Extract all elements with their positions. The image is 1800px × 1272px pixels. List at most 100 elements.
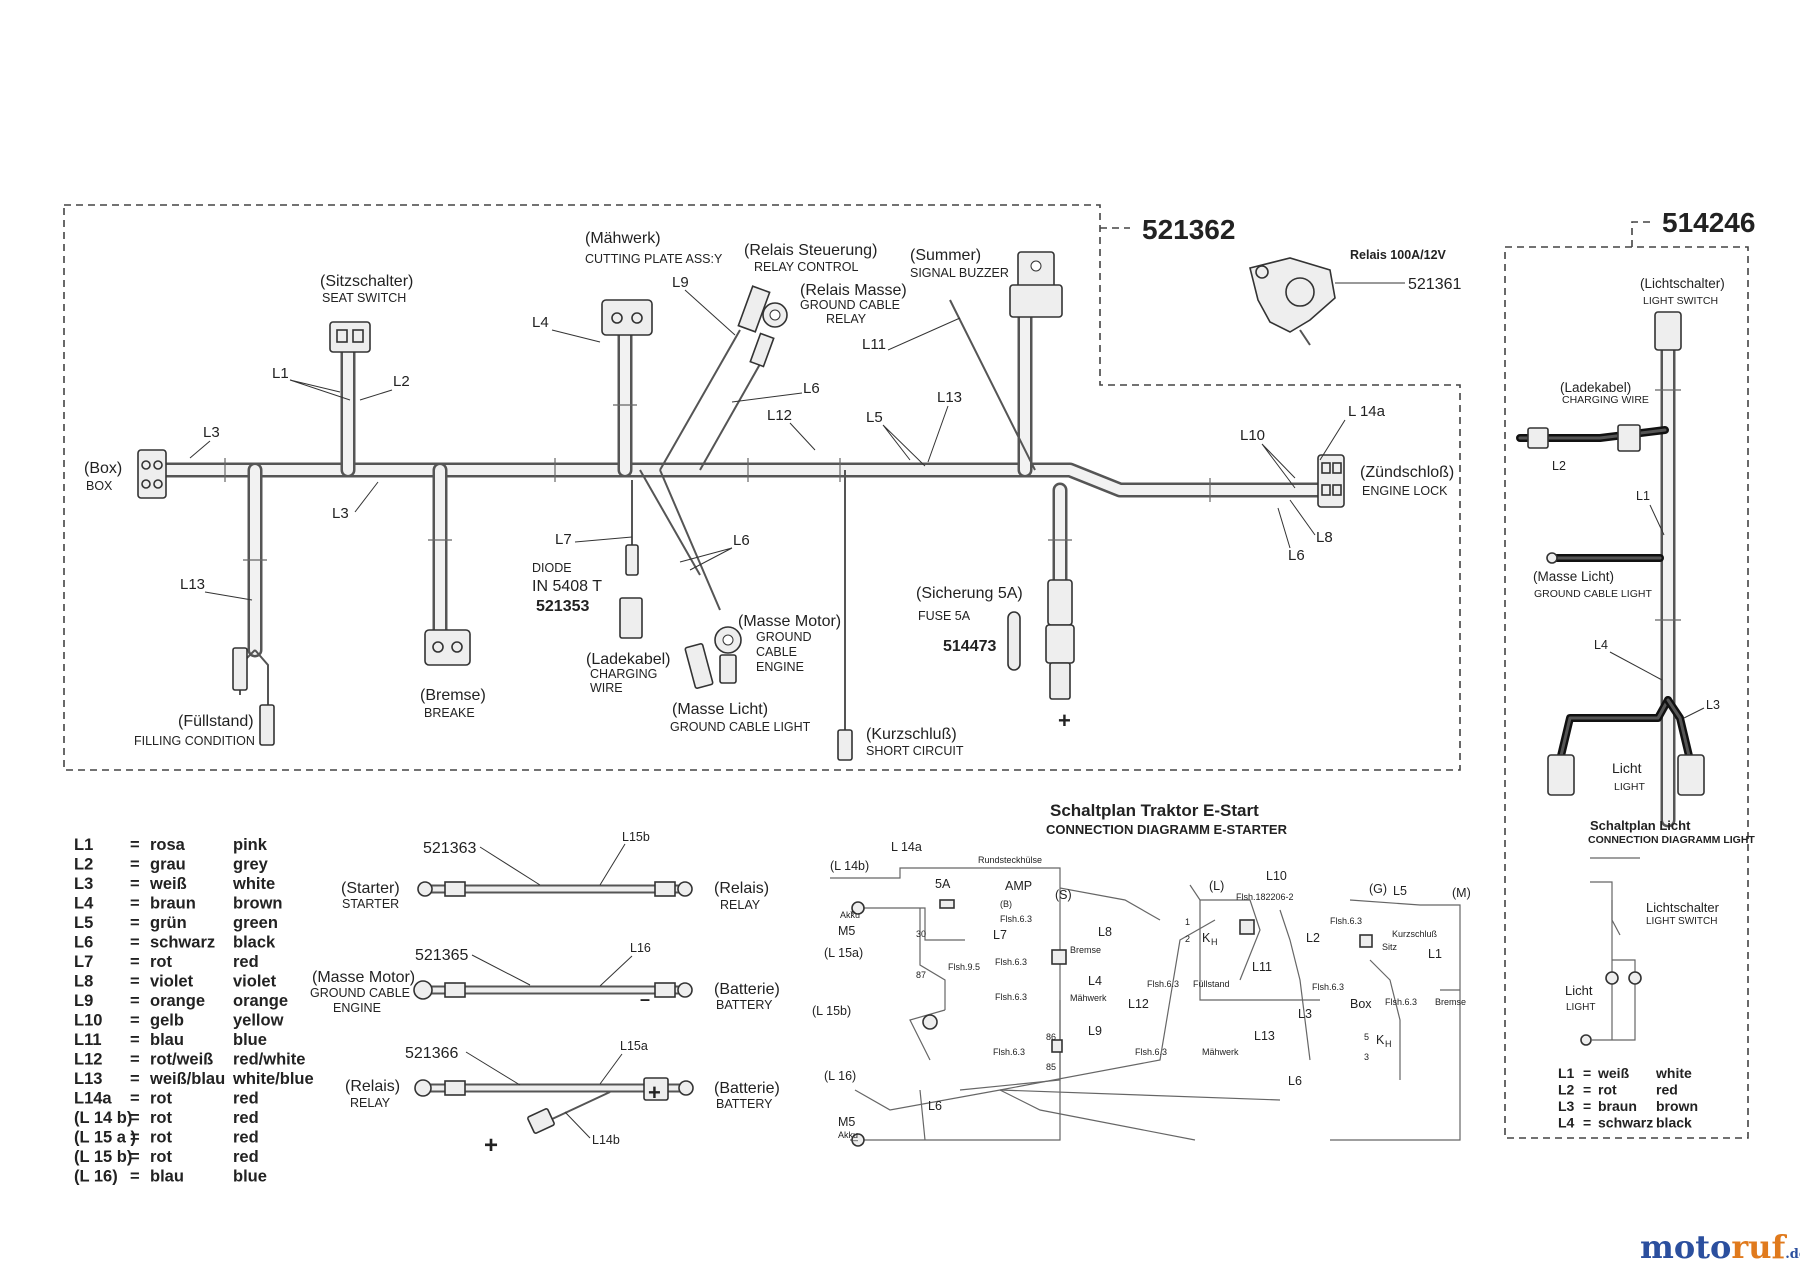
svg-text:Flsh.182206-2: Flsh.182206-2 <box>1236 892 1294 902</box>
filling-condition-sublabel: FILLING CONDITION <box>134 734 255 748</box>
ground-engine-label: (Masse Motor) <box>738 613 841 630</box>
legend-color-en: violet <box>233 973 277 991</box>
svg-text:L 14a: L 14a <box>891 840 922 854</box>
legend-code: L4 <box>74 895 94 913</box>
svg-text:L12: L12 <box>1128 997 1149 1011</box>
svg-text:AMP: AMP <box>1005 879 1032 893</box>
light-harness-part-number: 514246 <box>1662 207 1755 238</box>
legend-color-de: orange <box>150 992 205 1010</box>
svg-text:(G): (G) <box>1369 882 1387 896</box>
cable-starter-wire: L15b <box>622 830 650 844</box>
legend-eq: = <box>130 1090 140 1108</box>
light-legend-eq: = <box>1583 1115 1591 1131</box>
signal-buzzer-label: (Summer) <box>910 247 981 264</box>
wire-label-l6c: L6 <box>733 532 750 549</box>
legend-code: L8 <box>74 973 93 991</box>
svg-text:L9: L9 <box>1088 1024 1102 1038</box>
cutting-plate-sublabel: CUTTING PLATE ASS:Y <box>585 252 723 266</box>
light-wire-l3: L3 <box>1706 698 1720 712</box>
light-schematic-subtitle: CONNECTION DIAGRAMM LIGHT <box>1588 834 1755 846</box>
svg-text:L5: L5 <box>1393 884 1407 898</box>
legend-color-de: blau <box>150 1168 184 1186</box>
leader-l3a <box>189 440 211 459</box>
relay-ground-sublabel-1: GROUND CABLE <box>800 298 900 312</box>
svg-text:–: – <box>853 1135 858 1145</box>
relay-part-number: 521361 <box>1408 276 1461 293</box>
cable-battery2-right-label: (Batterie) <box>714 1080 780 1097</box>
wire-label-l11: L11 <box>862 336 886 353</box>
light-leader-l3 <box>1683 707 1705 719</box>
light-switch-label: (Lichtschalter) <box>1640 276 1725 291</box>
relay-100a-icon <box>1249 257 1336 346</box>
cable-battery-right-sublabel: BATTERY <box>716 998 773 1012</box>
svg-text:L6: L6 <box>1288 1074 1302 1088</box>
light-wire-l2: L2 <box>1552 459 1566 473</box>
relay-control-sublabel: RELAY CONTROL <box>754 260 858 274</box>
leader-l4 <box>551 329 601 343</box>
fuse-sublabel: FUSE 5A <box>918 609 971 623</box>
ground-engine-sublabel-3: ENGINE <box>756 660 804 674</box>
leader-l13a <box>927 405 949 463</box>
leader-l5 <box>882 424 926 467</box>
light-schematic <box>1580 857 1642 1046</box>
svg-text:3: 3 <box>1364 1052 1369 1062</box>
light-harness-drawing <box>1516 311 1705 828</box>
legend-color-en: red <box>233 1148 259 1166</box>
charging-wire-sublabel-1: CHARGING <box>590 667 657 681</box>
light-charging-label: (Ladekabel) <box>1560 380 1631 395</box>
legend-color-de: grau <box>150 856 186 874</box>
svg-text:L8: L8 <box>1098 925 1112 939</box>
leader-l10 <box>1261 443 1296 489</box>
svg-text:5A: 5A <box>935 877 951 891</box>
leader-l6a <box>731 392 803 403</box>
charging-wire-sublabel-2: WIRE <box>590 681 623 695</box>
svg-text:87: 87 <box>916 970 926 980</box>
diode-icon <box>619 544 643 639</box>
leader-l2 <box>359 389 393 401</box>
band-ticks <box>224 404 1211 561</box>
legend-color-de: weiß <box>149 875 187 893</box>
e-start-schematic <box>830 867 1461 1147</box>
svg-text:Flsh.6.3: Flsh.6.3 <box>1330 916 1362 926</box>
svg-text:H: H <box>1385 1039 1392 1049</box>
legend-eq: = <box>130 836 140 854</box>
short-circuit-sublabel: SHORT CIRCUIT <box>866 744 964 758</box>
svg-text:30: 30 <box>916 929 926 939</box>
ground-light-label: (Masse Licht) <box>672 701 768 718</box>
svg-text:Akku: Akku <box>838 1130 858 1140</box>
legend-color-en: orange <box>233 992 288 1010</box>
light-legend-code: L3 <box>1558 1098 1575 1114</box>
svg-text:L10: L10 <box>1266 869 1287 883</box>
engine-lock-label: (Zündschloß) <box>1360 464 1454 481</box>
light-legend-color-en: black <box>1656 1115 1692 1131</box>
wire-label-l2: L2 <box>393 373 410 390</box>
svg-text:Flsh.6.3: Flsh.6.3 <box>1135 1047 1167 1057</box>
legend-color-en: red/white <box>233 1051 305 1069</box>
svg-text:(B): (B) <box>1000 899 1012 909</box>
legend-code: L14a <box>74 1090 112 1108</box>
cable-relay-wire-b-leader <box>564 1111 591 1139</box>
wire-label-l6b: L6 <box>1288 547 1305 564</box>
svg-text:(S): (S) <box>1055 888 1072 902</box>
svg-text:M5: M5 <box>838 924 855 938</box>
legend-eq: = <box>130 1031 140 1049</box>
legend-color-en: blue <box>233 1031 267 1049</box>
legend-eq: = <box>130 973 140 991</box>
light-legend-color-de: schwarz <box>1598 1115 1653 1131</box>
legend-code: (L 15 a ) <box>74 1129 136 1147</box>
legend-color-de: rot <box>150 1090 173 1108</box>
fuse-part-number: 514473 <box>943 638 996 655</box>
box-label: (Box) <box>84 460 122 477</box>
cable-ground <box>413 980 693 1000</box>
charging-wire-connector <box>684 643 714 689</box>
cable-starter-left-label: (Starter) <box>341 880 400 897</box>
legend-color-en: white <box>232 875 275 893</box>
legend-code: (L 16) <box>74 1168 118 1186</box>
legend-color-en: white/blue <box>232 1070 314 1088</box>
cable-relay-leader <box>465 1051 521 1086</box>
light-legend-eq: = <box>1583 1065 1591 1081</box>
legend-code: (L 14 b) <box>74 1109 132 1127</box>
svg-text:1: 1 <box>1185 917 1190 927</box>
